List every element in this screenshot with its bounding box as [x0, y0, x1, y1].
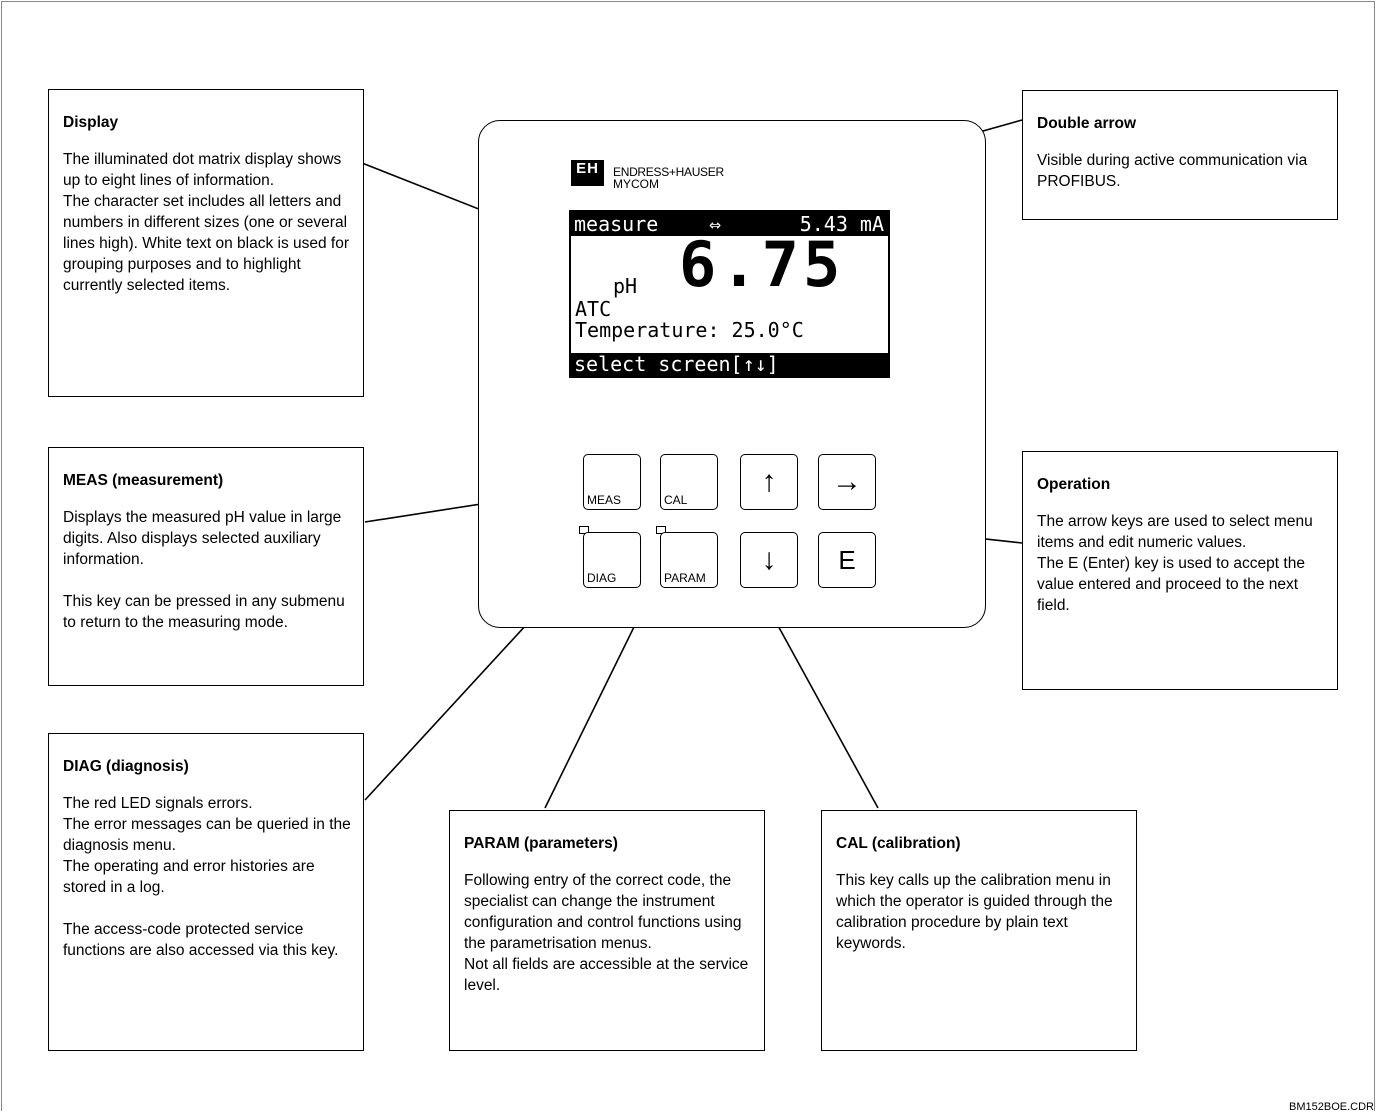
callout-meas-text-2: This key can be pressed in any submenu t… [63, 593, 345, 631]
callout-operation-title: Operation [1037, 476, 1111, 493]
lcd-unit: pH [613, 274, 638, 298]
logo-mark: EH [571, 160, 604, 186]
right-arrow-icon: → [832, 465, 862, 498]
cal-key[interactable]: CAL [660, 454, 718, 510]
enter-key-label: E [838, 545, 856, 575]
callout-double-arrow-title: Double arrow [1037, 115, 1137, 132]
lcd-bottom-bar: select screen[↑↓] [571, 353, 888, 376]
enter-key[interactable]: E [818, 532, 876, 588]
lcd-mode-label: measure [574, 212, 659, 236]
diag-key[interactable]: DIAG [583, 532, 641, 588]
callout-display-text: The illuminated dot matrix display shows… [63, 151, 350, 294]
lcd-top-bar: measure ⇔ 5.43 mA [571, 212, 888, 236]
callout-cal: CAL (calibration) This key calls up the … [821, 810, 1137, 1051]
down-key[interactable]: ↓ [740, 532, 798, 588]
callout-double-arrow-text: Visible during active communication via … [1037, 152, 1308, 190]
param-key[interactable]: PARAM [660, 532, 718, 588]
callout-meas: MEAS (measurement) Displays the measured… [48, 447, 364, 686]
right-key[interactable]: → [818, 454, 876, 510]
lcd-display: measure ⇔ 5.43 mA pH 6.75 ATC Temperatur… [569, 210, 890, 378]
callout-display: Display The illuminated dot matrix displ… [48, 89, 364, 397]
cal-key-label: CAL [664, 493, 688, 507]
callout-diag-text-1: The red LED signals errors. The error me… [63, 795, 351, 896]
callout-operation-text: The arrow keys are used to select menu i… [1037, 513, 1313, 614]
callout-display-title: Display [63, 114, 119, 131]
callout-diag-title: DIAG (diagnosis) [63, 758, 189, 775]
meas-key[interactable]: MEAS [583, 454, 641, 510]
callout-cal-text: This key calls up the calibration menu i… [836, 872, 1113, 952]
callout-param-title: PARAM (parameters) [464, 835, 618, 852]
up-arrow-icon: ↑ [761, 465, 777, 498]
lcd-temperature: Temperature: 25.0°C [575, 318, 804, 342]
callout-diag: DIAG (diagnosis) The red LED signals err… [48, 733, 364, 1051]
callout-cal-title: CAL (calibration) [836, 835, 961, 852]
up-key[interactable]: ↑ [740, 454, 798, 510]
callout-param-text: Following entry of the correct code, the… [464, 872, 749, 994]
callout-meas-text-1: Displays the measured pH value in large … [63, 509, 342, 568]
callout-operation: Operation The arrow keys are used to sel… [1022, 451, 1338, 690]
double-arrow-icon: ⇔ [709, 212, 722, 236]
callout-diag-text-2: The access-code protected service functi… [63, 921, 339, 959]
diag-key-label: DIAG [587, 571, 617, 585]
meas-key-label: MEAS [587, 493, 622, 507]
down-arrow-icon: ↓ [761, 543, 777, 576]
lcd-main-value: 6.75 [679, 228, 845, 301]
param-key-label: PARAM [664, 571, 706, 585]
figure-code: BM152BOE.CDR [1289, 1101, 1374, 1113]
callout-param: PARAM (parameters) Following entry of th… [449, 810, 765, 1051]
lcd-current-output: 5.43 mA [799, 212, 884, 236]
logo-brand: ENDRESS+HAUSER [613, 165, 724, 179]
logo-model: MYCOM [613, 177, 659, 191]
callout-double-arrow: Double arrow Visible during active commu… [1022, 90, 1338, 220]
lcd-atc: ATC [575, 297, 612, 321]
callout-meas-title: MEAS (measurement) [63, 472, 224, 489]
